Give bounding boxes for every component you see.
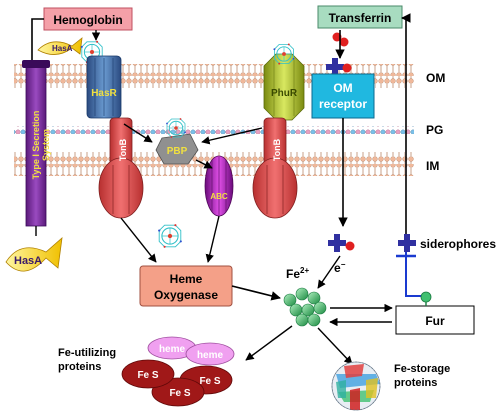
pbp-to-abc-arrow — [195, 159, 213, 169]
om-receptor-label-line2: receptor — [319, 97, 367, 111]
peptidoglycan-layer — [14, 126, 414, 134]
fur-box: Fur — [395, 305, 475, 335]
hasr-to-pbp-arrow — [123, 123, 153, 143]
hasa-bottom: HasA — [5, 236, 63, 272]
free-heme-icon — [157, 223, 183, 249]
heme-oxygenase-label-line1: Heme — [170, 272, 203, 286]
abc-to-oxygenase-arrow — [205, 215, 220, 263]
fe-bound-fur-icon — [420, 291, 432, 303]
fe-to-storage-arrow — [317, 327, 353, 365]
phur-to-pbp-arrow — [201, 127, 263, 145]
heme-1-label: heme — [159, 344, 186, 355]
hemoglobin-label: Hemoglobin — [53, 13, 122, 27]
reduction-arrow — [317, 255, 341, 289]
oxygenase-to-fe-arrow — [231, 285, 281, 301]
fe-cluster — [283, 287, 327, 327]
heme-oxygenase-box: Heme Oxygenase — [139, 265, 233, 307]
tonb-to-oxygenase-arrow — [120, 217, 157, 263]
fe-utilizing-proteins: heme heme Fe S Fe S Fe S — [121, 336, 235, 407]
tonb-left-label: TonB — [118, 138, 128, 161]
fe-storage-label-line2: proteins — [394, 377, 437, 389]
abc-label: ABC — [210, 192, 228, 201]
hemoglobin-box: Hemoglobin — [43, 7, 133, 31]
hasr-receptor: HasR — [86, 55, 122, 119]
hasa-top: HasA — [37, 37, 83, 55]
siderophore-free — [398, 234, 416, 252]
om-receptor-label-line1: OM — [333, 81, 352, 95]
type1-label-line1: Type I Secretion — [31, 111, 41, 180]
pbp-protein: PBP — [155, 133, 199, 165]
fe-storage-label-line1: Fe-storage — [394, 363, 450, 375]
heme-oxygenase-label-line2: Oxygenase — [154, 288, 218, 302]
im-label: IM — [426, 159, 439, 173]
om-receptor: OM receptor — [311, 73, 375, 119]
fe2-label: Fe2+ — [286, 266, 309, 281]
hemoglobin-connector — [31, 18, 44, 62]
tonb-right-label: TonB — [272, 138, 282, 161]
pg-label: PG — [426, 123, 443, 137]
heme-on-pbp-icon — [165, 117, 187, 139]
heme-2-label: heme — [197, 350, 224, 361]
fes-3-label: Fe S — [169, 388, 190, 399]
electron-label: e− — [334, 260, 346, 275]
fur-repression-line — [405, 252, 424, 297]
fes-2-label: Fe S — [199, 376, 220, 387]
hasr-label: HasR — [91, 88, 117, 99]
abc-transporter: ABC — [204, 155, 234, 217]
fe-utilizing-label-line1: Fe-utilizing — [58, 347, 116, 359]
fe-ion-icon — [339, 37, 349, 47]
heme-on-phur-icon — [272, 42, 296, 66]
tonb-right: TonB — [252, 117, 298, 219]
fe-utilizing-label-line2: proteins — [58, 361, 101, 373]
siderophore-fe-complex-top — [326, 58, 352, 76]
siderophore-fe-complex-bottom — [328, 234, 355, 252]
om-label: OM — [426, 71, 445, 85]
fe-to-utilizing-arrow — [245, 325, 293, 361]
fes-1-label: Fe S — [137, 370, 158, 381]
ferritin-cage-icon — [331, 361, 381, 411]
transferrin-label: Transferrin — [329, 11, 392, 25]
phur-label: PhuR — [271, 88, 298, 99]
pbp-label: PBP — [167, 146, 188, 157]
hasa-bottom-label: HasA — [14, 255, 42, 267]
siderophores-label: siderophores — [420, 237, 496, 251]
siderophore-recycle-arrow — [401, 13, 411, 236]
transferrin-box: Transferrin — [317, 5, 403, 29]
type1-label-line2: System — [41, 129, 51, 161]
hasa-top-label: HasA — [52, 44, 73, 53]
fur-label: Fur — [425, 314, 445, 328]
